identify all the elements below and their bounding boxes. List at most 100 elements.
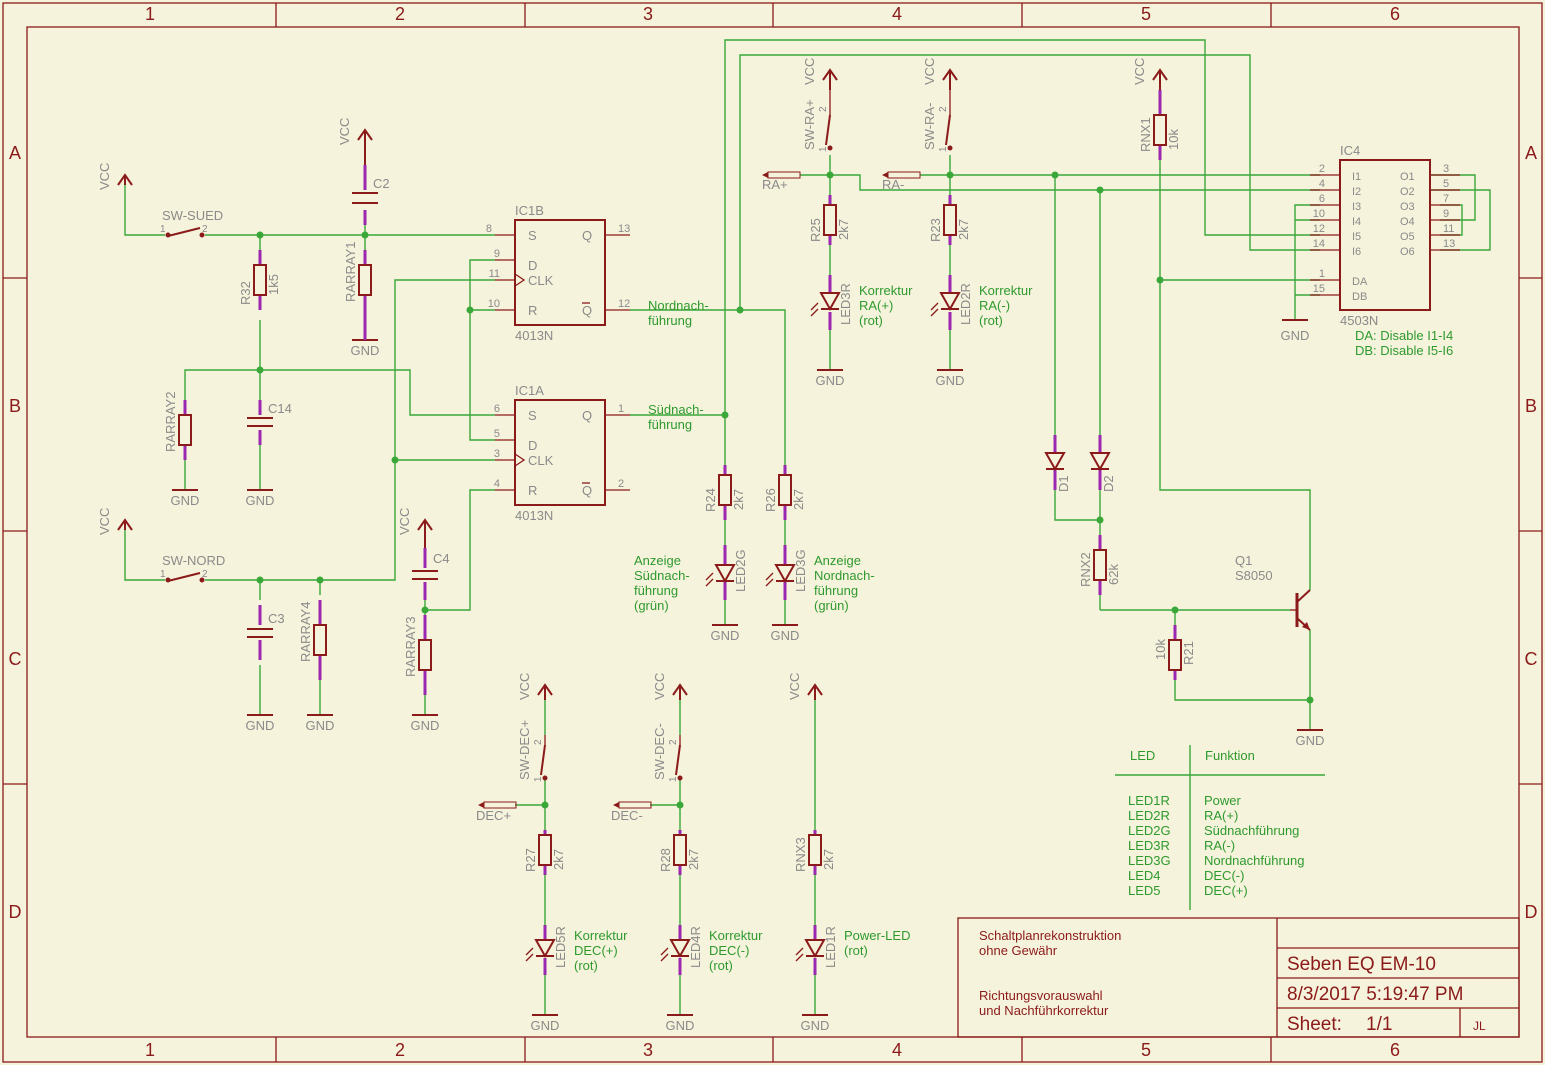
svg-text:R21: R21 <box>1181 641 1196 665</box>
svg-text:C4: C4 <box>433 551 450 566</box>
svg-text:D: D <box>528 258 537 273</box>
svg-text:2: 2 <box>818 106 829 112</box>
row-label: C <box>9 649 22 669</box>
svg-text:GND: GND <box>1281 328 1310 343</box>
svg-text:DB: DB <box>1352 291 1367 303</box>
column-label: 6 <box>1390 1040 1400 1060</box>
svg-text:RNX1: RNX1 <box>1138 117 1153 152</box>
resistor-rnx1: RNX1 10k <box>1138 90 1181 160</box>
svg-text:4013N: 4013N <box>515 508 553 523</box>
switch-sw-dec-minus: SW-DEC- 2 1 <box>652 723 683 782</box>
row-label: B <box>9 396 21 416</box>
svg-text:GND: GND <box>306 718 335 733</box>
svg-text:D: D <box>528 438 537 453</box>
svg-text:Korrektur: Korrektur <box>859 283 913 298</box>
svg-text:12: 12 <box>1313 223 1325 235</box>
svg-text:GND: GND <box>666 1018 695 1033</box>
svg-text:RA(+): RA(+) <box>859 298 893 313</box>
gnd-symbol: GND <box>801 1014 829 1033</box>
table-cell: LED2G <box>1128 823 1171 838</box>
gnd-symbol: GND <box>666 1014 695 1033</box>
gnd-symbol: GND <box>411 714 439 733</box>
svg-text:R28: R28 <box>658 848 673 872</box>
svg-text:SW-RA-: SW-RA- <box>922 103 937 150</box>
net-label-sued: Südnach- <box>648 402 704 417</box>
resistor-r32: R32 1k5 <box>238 250 281 310</box>
svg-text:10k: 10k <box>1153 639 1168 660</box>
row-label: A <box>9 143 21 163</box>
svg-text:Q: Q <box>582 408 592 423</box>
svg-text:Anzeige: Anzeige <box>814 553 861 568</box>
ic1b-flipflop: IC1B 4013N S D CLK R Q Q 8 9 11 10 13 12 <box>486 203 630 343</box>
table-cell: DEC(-) <box>1204 868 1244 883</box>
led-function-table: LED Funktion LED1R Power LED2R RA(+) LED… <box>1115 745 1325 910</box>
svg-text:2: 2 <box>202 224 208 235</box>
svg-text:14: 14 <box>1313 238 1325 250</box>
svg-text:CLK: CLK <box>528 453 554 468</box>
svg-text:9: 9 <box>1443 208 1449 220</box>
svg-text:4: 4 <box>1319 178 1325 190</box>
svg-text:10: 10 <box>1313 208 1325 220</box>
column-label: 6 <box>1390 4 1400 24</box>
gnd-symbol: GND <box>771 624 799 643</box>
net-label-nord: Nordnach- <box>648 298 709 313</box>
svg-text:I6: I6 <box>1352 246 1361 258</box>
column-label: 1 <box>145 1040 155 1060</box>
svg-text:S8050: S8050 <box>1235 568 1273 583</box>
vcc-symbol: VCC <box>922 58 958 90</box>
ic1a-flipflop: IC1A 4013N S D CLK R Q Q 6 5 3 4 1 2 <box>494 383 630 523</box>
resistor-r21: 10k R21 <box>1153 625 1196 680</box>
svg-text:SW-SUED: SW-SUED <box>162 208 223 223</box>
svg-text:Korrektur: Korrektur <box>979 283 1033 298</box>
svg-text:O5: O5 <box>1400 231 1415 243</box>
table-cell: LED1R <box>1128 793 1170 808</box>
svg-text:Q: Q <box>582 228 592 243</box>
svg-text:(rot): (rot) <box>979 313 1003 328</box>
svg-text:VCC: VCC <box>97 508 112 535</box>
svg-text:GND: GND <box>531 1018 560 1033</box>
svg-text:1: 1 <box>1319 268 1325 280</box>
title-note: ohne Gewähr <box>979 943 1058 958</box>
svg-text:RA(-): RA(-) <box>979 298 1010 313</box>
ic4-note: DB: Disable I5-I6 <box>1355 343 1453 358</box>
led-led3r: LED3R Korrektur RA(+) (rot) <box>810 275 913 330</box>
led-led2g: LED2G Anzeige Südnach- führung (grün) <box>634 545 748 613</box>
title-block: Schaltplanrekonstruktion ohne Gewähr Ric… <box>957 917 1520 1038</box>
svg-text:10k: 10k <box>1166 129 1181 150</box>
svg-text:S: S <box>528 408 537 423</box>
table-cell: DEC(+) <box>1204 883 1248 898</box>
svg-text:I1: I1 <box>1352 171 1361 183</box>
gnd-symbol: GND <box>246 489 274 508</box>
ic4-note: DA: Disable I1-I4 <box>1355 328 1453 343</box>
svg-text:(rot): (rot) <box>844 943 868 958</box>
svg-text:IC1A: IC1A <box>515 383 544 398</box>
svg-text:Südnach-: Südnach- <box>634 568 690 583</box>
svg-text:(rot): (rot) <box>709 958 733 973</box>
resistor-rarray1: RARRAY1 <box>343 242 372 340</box>
capacitor-c2: C2 <box>352 165 390 225</box>
svg-text:C14: C14 <box>268 401 292 416</box>
vcc-symbol: VCC <box>652 673 688 700</box>
svg-text:(rot): (rot) <box>859 313 883 328</box>
svg-text:I4: I4 <box>1352 216 1361 228</box>
svg-text:I5: I5 <box>1352 231 1361 243</box>
svg-text:R: R <box>528 483 537 498</box>
diode-d1: D1 <box>1044 435 1071 492</box>
svg-text:DA: DA <box>1352 276 1368 288</box>
svg-text:2k7: 2k7 <box>956 219 971 240</box>
capacitor-c14: C14 <box>247 400 292 445</box>
capacitor-c4: C4 <box>412 548 450 600</box>
svg-text:O4: O4 <box>1400 216 1415 228</box>
column-label: 5 <box>1141 4 1151 24</box>
resistor-rnx3: RNX3 2k7 <box>793 830 836 875</box>
svg-text:10: 10 <box>488 298 500 310</box>
switch-sw-nord: SW-NORD 1 2 <box>160 553 225 583</box>
svg-text:11: 11 <box>489 268 500 280</box>
table-cell: Nordnachführung <box>1204 853 1304 868</box>
svg-text:LED1R: LED1R <box>823 926 838 968</box>
svg-text:1: 1 <box>160 224 166 235</box>
svg-text:LED2G: LED2G <box>733 549 748 592</box>
svg-text:GND: GND <box>171 493 200 508</box>
svg-text:3: 3 <box>494 448 500 460</box>
